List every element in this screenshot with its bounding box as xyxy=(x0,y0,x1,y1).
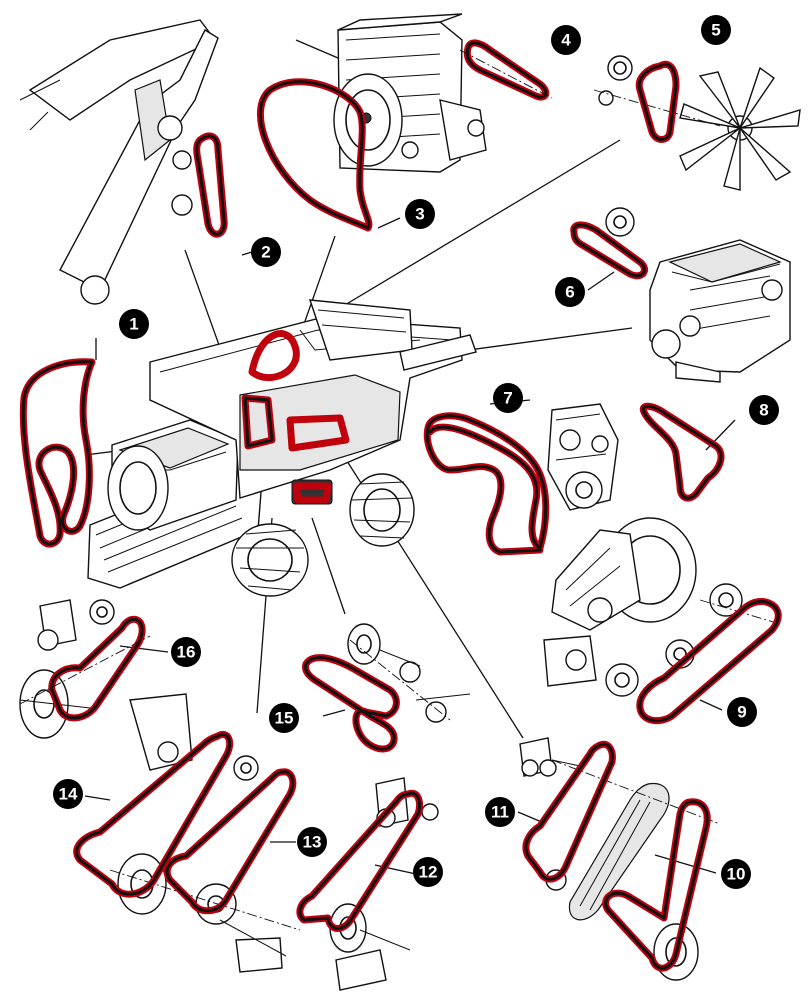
belt-15-assembly xyxy=(302,623,471,753)
svg-text:2: 2 xyxy=(261,243,270,262)
svg-text:4: 4 xyxy=(561,31,571,50)
radiator-assembly xyxy=(295,13,487,173)
belt-12-assembly xyxy=(296,777,439,991)
callout-12: 12 xyxy=(413,857,443,887)
svg-text:9: 9 xyxy=(737,703,746,722)
belt-5 xyxy=(635,60,680,143)
engine-front-drive xyxy=(547,403,619,511)
fan-icon xyxy=(679,66,801,191)
belt-2 xyxy=(193,132,228,238)
callout-13: 13 xyxy=(297,827,327,857)
callout-3: 3 xyxy=(405,199,435,229)
svg-text:3: 3 xyxy=(415,205,424,224)
belt-14 xyxy=(73,731,234,898)
callout-14: 14 xyxy=(53,779,83,809)
svg-text:11: 11 xyxy=(491,803,509,822)
belt-16-assembly xyxy=(19,599,151,739)
callout-15: 15 xyxy=(269,703,299,733)
svg-text:5: 5 xyxy=(711,21,720,40)
callout-9: 9 xyxy=(727,697,757,727)
belt-9 xyxy=(636,598,782,725)
svg-text:13: 13 xyxy=(303,833,322,852)
belt-8 xyxy=(639,402,725,502)
feeder-house-assembly xyxy=(19,19,219,305)
callout-16: 16 xyxy=(171,637,201,667)
callout-10: 10 xyxy=(721,859,751,889)
svg-text:14: 14 xyxy=(59,785,78,804)
belt-11 xyxy=(522,740,616,883)
belt-13 xyxy=(163,768,297,915)
callouts: 1 2 3 4 5 6 7 8 9 10 11 12 13 14 15 16 xyxy=(53,15,779,889)
combine-harvester xyxy=(87,299,477,597)
callout-7: 7 xyxy=(493,383,523,413)
svg-text:7: 7 xyxy=(503,389,512,408)
belt-3 xyxy=(257,78,373,232)
callout-2: 2 xyxy=(251,237,281,267)
callout-11: 11 xyxy=(485,797,515,827)
belt-13-14-assembly xyxy=(109,693,301,973)
callout-6: 6 xyxy=(555,277,585,307)
svg-text:16: 16 xyxy=(177,643,196,662)
callout-5: 5 xyxy=(701,15,731,45)
fan-assembly xyxy=(593,55,801,191)
callout-8: 8 xyxy=(749,395,779,425)
belt-1 xyxy=(19,358,96,548)
belt-10 xyxy=(602,798,711,972)
threshing-drive-assembly xyxy=(543,517,781,697)
svg-text:10: 10 xyxy=(727,865,746,884)
svg-text:6: 6 xyxy=(565,283,574,302)
belt-4 xyxy=(459,39,553,101)
callout-1: 1 xyxy=(119,309,149,339)
belt-6-assembly xyxy=(570,207,648,280)
rotor-drive-assembly xyxy=(519,737,721,981)
engine xyxy=(649,239,791,383)
belt-7 xyxy=(423,412,550,556)
svg-text:8: 8 xyxy=(759,401,768,420)
svg-text:12: 12 xyxy=(419,863,438,882)
callout-4: 4 xyxy=(551,25,581,55)
svg-text:15: 15 xyxy=(275,709,294,728)
svg-text:1: 1 xyxy=(129,315,138,334)
